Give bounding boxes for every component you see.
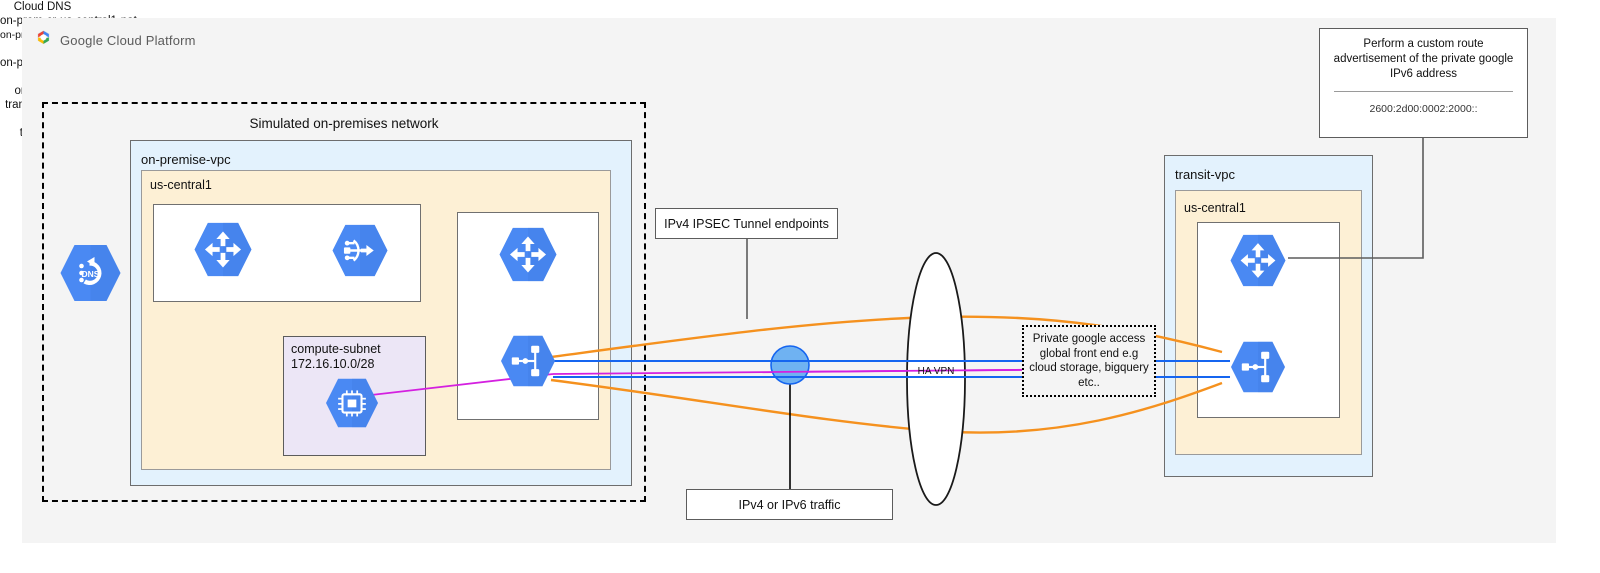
gcp-brand-label: Google Cloud Platform: [60, 32, 196, 48]
custom-route-line-2: advertisement of the private google: [1333, 53, 1514, 65]
onprem-region-title: us-central1: [150, 178, 212, 192]
custom-route-divider: [1334, 91, 1513, 92]
compute-instance-icon: [326, 378, 378, 428]
onprem-testbox-node[interactable]: [324, 377, 380, 434]
compute-subnet-cidr: 172.16.10.0/28: [291, 357, 375, 371]
cloud-dns-node[interactable]: DNS: [58, 243, 123, 308]
cloud-router-icon: [194, 222, 252, 277]
onprem-cloud-nat-node[interactable]: [330, 223, 390, 283]
transit-vpc-title: transit-vpc: [1175, 167, 1235, 182]
transit-region-title: us-central1: [1184, 201, 1246, 215]
custom-route-line-1: Perform a custom route: [1363, 38, 1484, 50]
cloud-dns-label: Cloud DNS: [13, 1, 72, 13]
pga-line-2: global front end e.g: [1039, 347, 1139, 360]
ipsec-endpoints-note-text: IPv4 IPSEC Tunnel endpoints: [664, 217, 829, 231]
svg-text:DNS: DNS: [82, 269, 100, 279]
custom-route-address: 2600:2d00:0002:2000::: [1369, 103, 1478, 115]
private-google-access-note: Private google access global front end e…: [1022, 325, 1156, 397]
compute-subnet-name: compute-subnet: [291, 342, 381, 356]
simulated-onprem-network-title: Simulated on-premises network: [249, 116, 439, 131]
cloud-router-icon: [1230, 234, 1286, 287]
ha-vpn-label: HA VPN: [917, 366, 955, 377]
onprem-vpn-gateway-node[interactable]: [499, 334, 557, 393]
vpn-gateway-icon: [1231, 341, 1285, 393]
cloud-router-icon: [499, 227, 557, 282]
traffic-note: IPv4 or IPv6 traffic: [686, 489, 893, 520]
pga-line-3: cloud storage, bigquery: [1029, 362, 1149, 374]
pga-line-4: etc..: [1078, 376, 1100, 389]
onprem-vpc-title: on-premise-vpc: [141, 152, 231, 167]
cloud-nat-icon: [332, 224, 388, 277]
pga-line-1: Private google access: [1032, 333, 1146, 345]
custom-route-line-3: IPv6 address: [1389, 68, 1458, 80]
cloud-dns-icon: DNS: [60, 245, 121, 301]
custom-route-note: Perform a custom route advertisement of …: [1319, 28, 1528, 138]
gcp-brand: Google Cloud Platform: [34, 28, 196, 52]
transit-vpn-gateway-node[interactable]: [1229, 340, 1287, 399]
onprem-vpn-router-node[interactable]: [497, 226, 559, 288]
traffic-note-text: IPv4 or IPv6 traffic: [738, 498, 841, 512]
private-google-access-note-text: Private google access global front end e…: [1024, 327, 1154, 390]
custom-route-note-head: Perform a custom route advertisement of …: [1320, 29, 1527, 82]
transit-vpn-router-node[interactable]: [1228, 233, 1288, 293]
vpn-gateway-icon: [501, 335, 555, 387]
compute-subnet-label: compute-subnet 172.16.10.0/28: [291, 342, 381, 372]
simulated-onprem-network-boundary: [42, 102, 646, 502]
onprem-cloud-router-nat-node[interactable]: [192, 221, 254, 283]
google-cloud-hexagon-icon: [34, 28, 53, 52]
ipsec-endpoints-note: IPv4 IPSEC Tunnel endpoints: [655, 208, 838, 239]
